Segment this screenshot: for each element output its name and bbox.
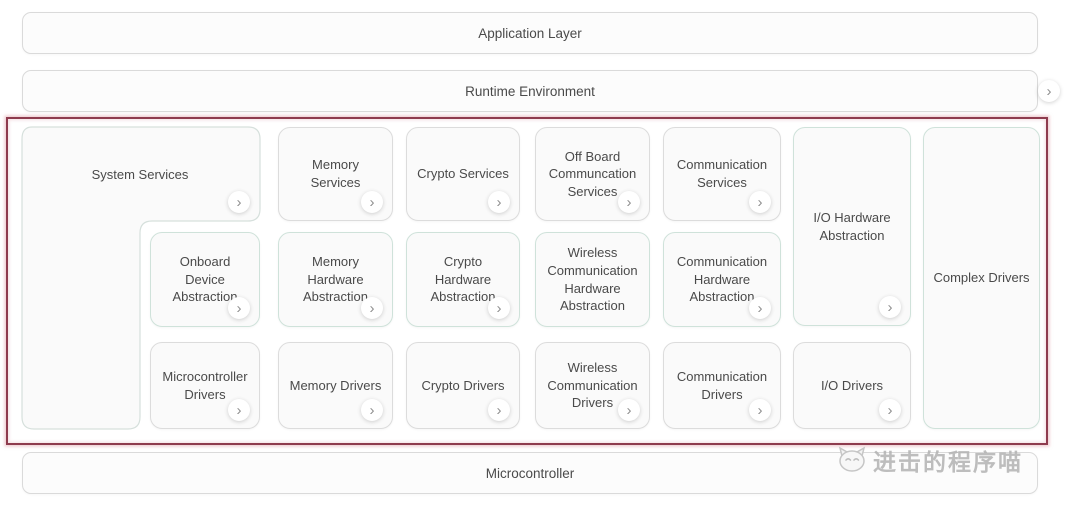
module-communication-hardware-abstraction[interactable]: Communication Hardware Abstraction › bbox=[663, 232, 781, 327]
module-label: Complex Drivers bbox=[933, 270, 1030, 286]
module-label: Onboard Device Abstraction bbox=[172, 254, 238, 305]
module-label: I/O Hardware Abstraction bbox=[813, 209, 891, 243]
chevron-right-icon[interactable]: › bbox=[228, 399, 250, 421]
layer-microcontroller-label: Microcontroller bbox=[485, 465, 575, 481]
layer-runtime-label: Runtime Environment bbox=[465, 83, 595, 99]
chevron-right-icon[interactable]: › bbox=[228, 191, 250, 213]
module-complex-drivers: Complex Drivers bbox=[923, 127, 1040, 429]
module-label: Microcontroller Drivers bbox=[162, 368, 248, 402]
watermark-text: 进击的程序喵 bbox=[873, 449, 1023, 475]
cat-face-icon bbox=[838, 446, 866, 472]
module-label: Wireless Communication Drivers bbox=[547, 360, 638, 411]
module-label: Crypto Services bbox=[417, 166, 509, 182]
module-label: Communication Drivers bbox=[676, 368, 768, 402]
chevron-right-icon[interactable]: › bbox=[361, 191, 383, 213]
module-system-services-shape bbox=[21, 126, 261, 430]
module-microcontroller-drivers[interactable]: Microcontroller Drivers › bbox=[150, 342, 260, 429]
module-crypto-hardware-abstraction[interactable]: Crypto Hardware Abstraction › bbox=[406, 232, 520, 327]
chevron-right-icon[interactable]: › bbox=[618, 399, 640, 421]
module-off-board-communcation-services[interactable]: Off Board Communcation Services › bbox=[535, 127, 650, 221]
module-wireless-communication-drivers[interactable]: Wireless Communication Drivers › bbox=[535, 342, 650, 429]
module-wireless-communication-hardware-abstraction: Wireless Communication Hardware Abstract… bbox=[535, 232, 650, 327]
module-label: Crypto Drivers bbox=[421, 377, 505, 393]
module-system-services[interactable]: System Services bbox=[20, 127, 260, 221]
layer-application-label: Application Layer bbox=[478, 25, 582, 41]
layer-runtime-environment[interactable]: Runtime Environment bbox=[22, 70, 1038, 112]
module-communication-services[interactable]: Communication Services › bbox=[663, 127, 781, 221]
module-io-drivers[interactable]: I/O Drivers › bbox=[793, 342, 911, 429]
module-label: Memory Drivers bbox=[289, 377, 382, 393]
module-crypto-services[interactable]: Crypto Services › bbox=[406, 127, 520, 221]
module-label: Off Board Communcation Services bbox=[548, 148, 637, 199]
module-communication-drivers[interactable]: Communication Drivers › bbox=[663, 342, 781, 429]
chevron-right-icon[interactable]: › bbox=[879, 296, 901, 318]
chevron-right-icon[interactable]: › bbox=[618, 191, 640, 213]
chevron-right-icon[interactable]: › bbox=[361, 399, 383, 421]
module-memory-hardware-abstraction[interactable]: Memory Hardware Abstraction › bbox=[278, 232, 393, 327]
chevron-right-icon[interactable]: › bbox=[749, 191, 771, 213]
module-io-hardware-abstraction[interactable]: I/O Hardware Abstraction › bbox=[793, 127, 911, 326]
module-label: Memory Hardware Abstraction bbox=[302, 254, 369, 305]
basic-software-highlight-frame: System Services › Memory Services › Cryp… bbox=[6, 117, 1048, 445]
module-memory-services[interactable]: Memory Services › bbox=[278, 127, 393, 221]
module-label: Communication Services bbox=[676, 157, 768, 190]
watermark: 进击的程序喵 bbox=[836, 443, 1023, 477]
module-label: Memory Services bbox=[310, 157, 361, 190]
layer-application: Application Layer bbox=[22, 12, 1038, 54]
chevron-right-icon[interactable]: › bbox=[488, 399, 510, 421]
module-label: System Services bbox=[91, 166, 189, 182]
chevron-right-icon[interactable]: › bbox=[1038, 80, 1060, 102]
layer-microcontroller: Microcontroller bbox=[22, 452, 1038, 494]
chevron-right-icon[interactable]: › bbox=[879, 399, 901, 421]
chevron-right-icon[interactable]: › bbox=[749, 297, 771, 319]
module-memory-drivers[interactable]: Memory Drivers › bbox=[278, 342, 393, 429]
module-label: Communication Hardware Abstraction bbox=[676, 254, 768, 305]
module-onboard-device-abstraction[interactable]: Onboard Device Abstraction › bbox=[150, 232, 260, 327]
chevron-right-icon[interactable]: › bbox=[228, 297, 250, 319]
module-label: Wireless Communication Hardware Abstract… bbox=[547, 245, 638, 314]
module-crypto-drivers[interactable]: Crypto Drivers › bbox=[406, 342, 520, 429]
chevron-right-icon[interactable]: › bbox=[361, 297, 383, 319]
module-label: I/O Drivers bbox=[820, 377, 884, 393]
chevron-right-icon[interactable]: › bbox=[488, 191, 510, 213]
chevron-right-icon[interactable]: › bbox=[749, 399, 771, 421]
module-label: Crypto Hardware Abstraction bbox=[430, 254, 496, 305]
chevron-right-icon[interactable]: › bbox=[488, 297, 510, 319]
